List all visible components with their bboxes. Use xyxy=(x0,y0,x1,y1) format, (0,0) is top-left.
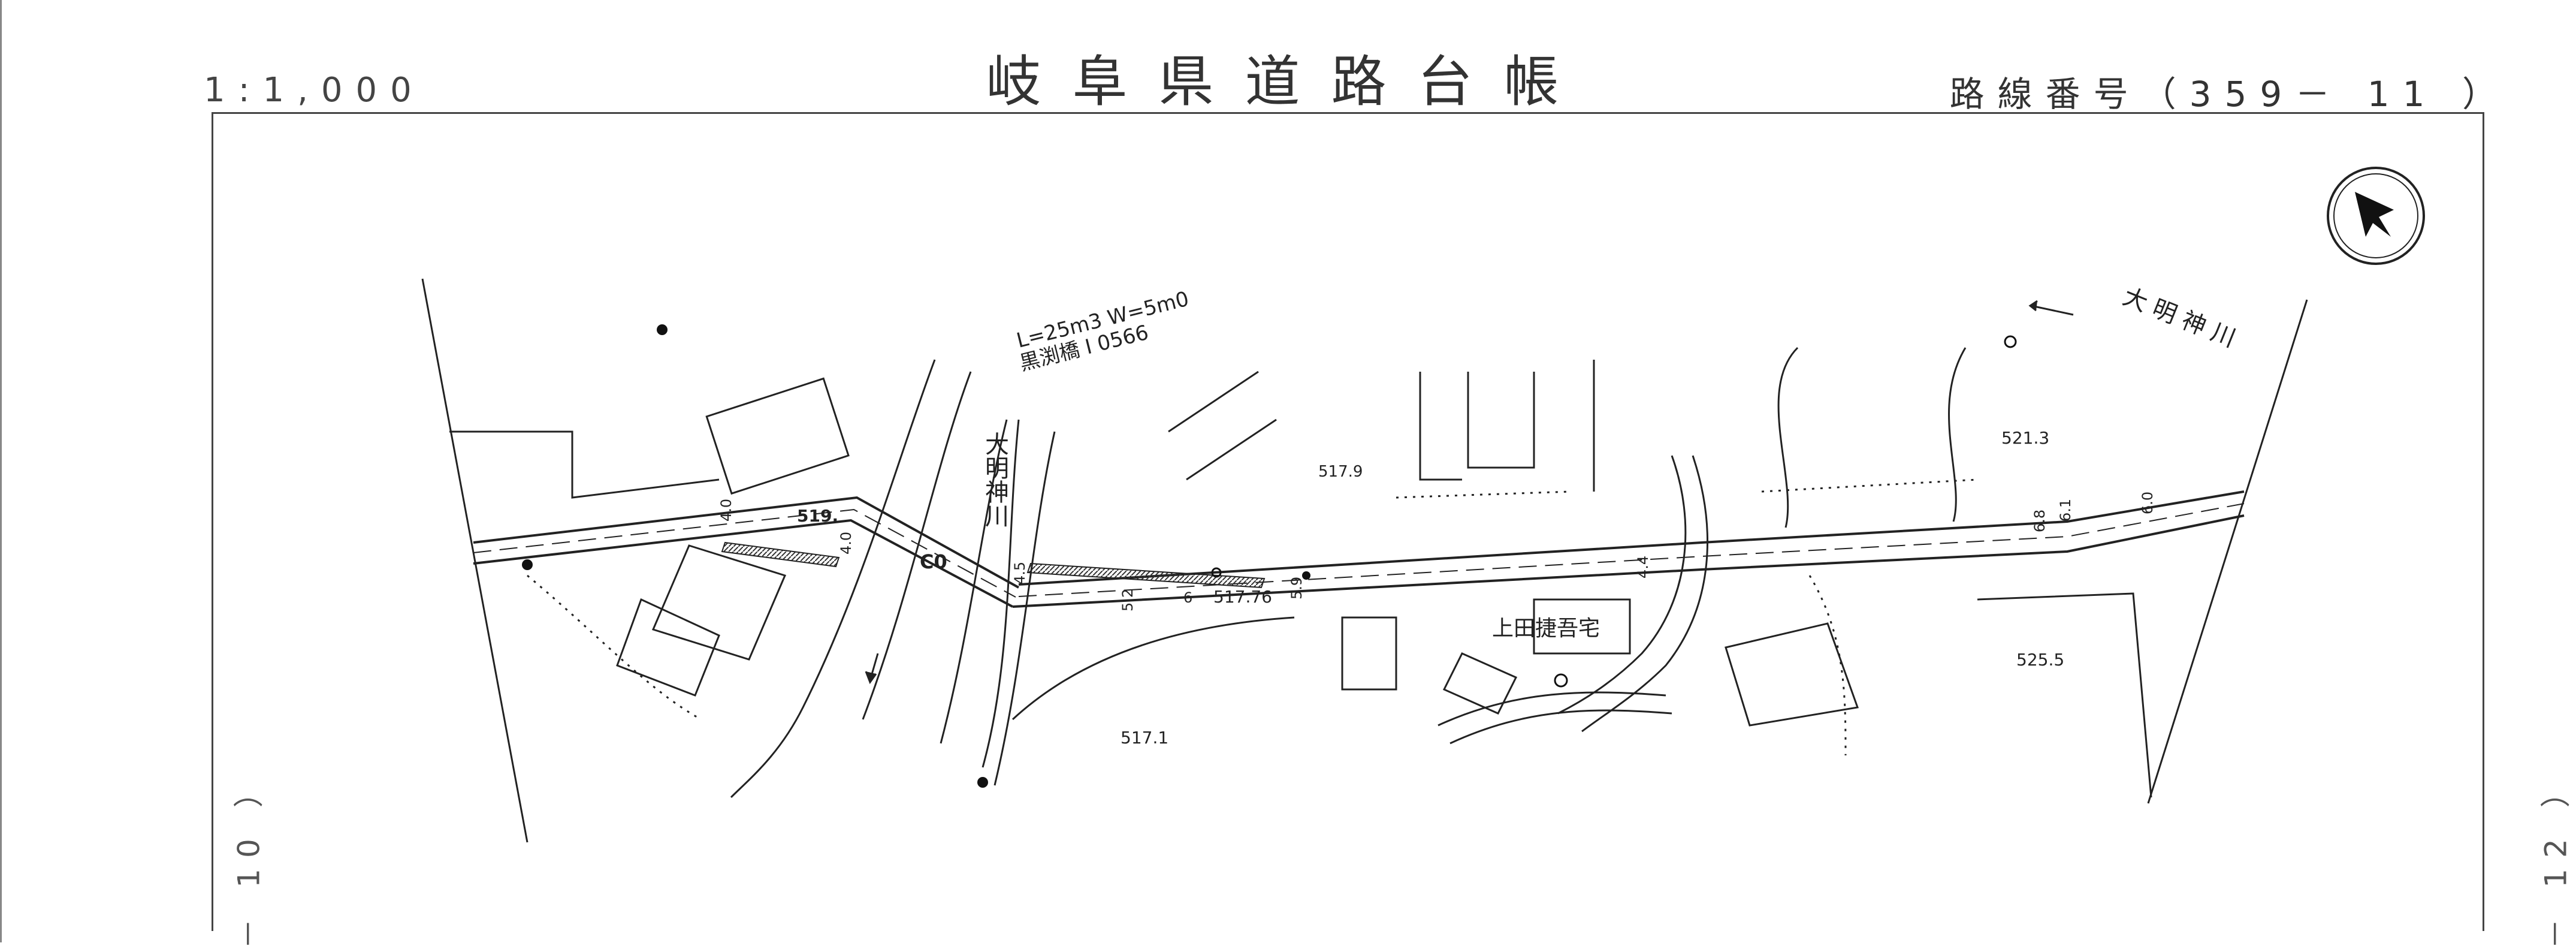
road-width-mark: 4.0 xyxy=(838,532,854,555)
flow-arrow-icon xyxy=(865,300,2074,685)
river-name-label: 大明神川 xyxy=(981,432,1008,528)
side-road-curve xyxy=(1011,455,1708,745)
elevation-label: 517.76 xyxy=(1213,587,1272,607)
road-width-mark: 5.2 xyxy=(1119,589,1136,611)
road-right-section xyxy=(1012,490,2245,608)
road-width-mark: 6.8 xyxy=(2031,510,2048,532)
road-mark-c0: C0 xyxy=(920,550,947,573)
sheet-title: 岐阜県道路台帳 xyxy=(986,50,1590,114)
road-width-mark: 6 xyxy=(1183,589,1192,606)
map-scale: 1:1,000 xyxy=(204,71,425,110)
road-width-mark: 6.0 xyxy=(2139,492,2156,514)
page-edge-line xyxy=(0,0,2,942)
route-number: 路線番号（359－ 11 ） xyxy=(1949,74,2510,115)
elevation-label: 519. xyxy=(797,506,838,526)
elevation-label: 517.1 xyxy=(1121,728,1168,748)
map-extent-outline xyxy=(421,278,2308,843)
house-name-label: 上田捷吾宅 xyxy=(1492,616,1600,641)
road-width-mark: 4.0 xyxy=(718,499,735,522)
road-left-section xyxy=(473,496,1019,608)
north-arrow-icon xyxy=(2327,167,2425,265)
elevation-label: 525.5 xyxy=(2016,650,2064,670)
elevation-label: 521.3 xyxy=(2001,428,2049,448)
road-width-mark: 4.4 xyxy=(1635,556,1651,579)
river-name-top-label: 大 明 神 川 xyxy=(2119,283,2239,353)
map-symbols xyxy=(522,324,2017,788)
elevation-label: 517.9 xyxy=(1318,463,1363,481)
parcel-boundaries xyxy=(527,478,1978,756)
road-width-mark: 6.1 xyxy=(2057,499,2074,522)
road-width-mark: 4.5 xyxy=(1011,562,1028,585)
retaining-walls xyxy=(721,541,1266,589)
river-channel xyxy=(730,359,1056,799)
road-width-mark: 5.9 xyxy=(1288,577,1305,599)
map-frame xyxy=(212,112,2484,931)
parcels-and-buildings xyxy=(449,347,2152,798)
